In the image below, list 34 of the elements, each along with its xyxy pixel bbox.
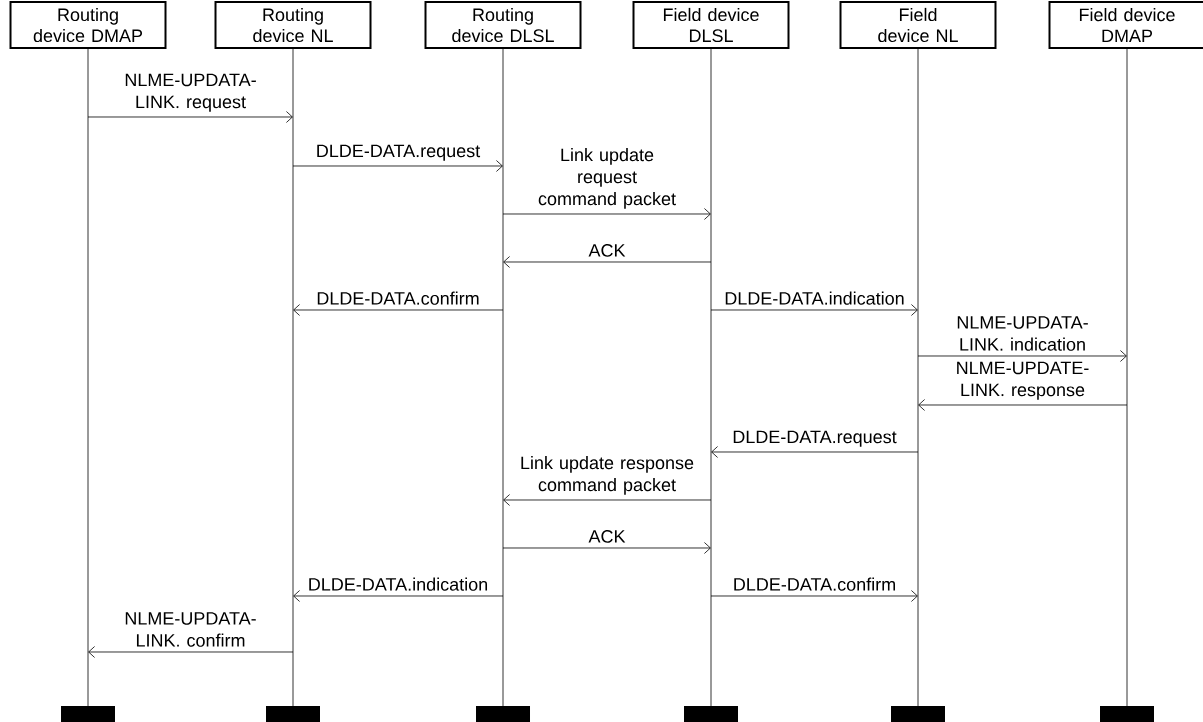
message-label: DLDE-DATA.indication xyxy=(309,577,487,591)
message-label: DLDE-DATA.confirm xyxy=(734,577,895,591)
message-arrow xyxy=(917,350,1127,362)
message-arrow xyxy=(293,590,504,602)
message-label: ACK xyxy=(588,530,626,543)
message-arrow xyxy=(293,304,504,316)
message-label: Link update request command packet xyxy=(538,148,676,209)
message-label: NLME-UPDATA-LINK. indication xyxy=(957,316,1088,351)
message-arrow xyxy=(292,160,503,172)
message-label: DLDE-DATA.request xyxy=(317,144,481,161)
message-label: ACK xyxy=(588,244,626,257)
message-label: NLME-UPDATA-LINK. request xyxy=(125,73,256,112)
lifeline-head-box: Routing device DMAP xyxy=(9,1,167,49)
lifeline-head-box: Routing device DLSL xyxy=(424,1,582,49)
message-label: NLME-UPDATA-LINK. confirm xyxy=(125,612,256,647)
message-label: Link update response command packet xyxy=(521,456,694,495)
message-arrow xyxy=(503,494,712,506)
message-arrow xyxy=(87,111,293,123)
message-arrow xyxy=(710,590,918,602)
message-arrow xyxy=(88,646,294,658)
lifeline-head-box: Field device NL xyxy=(839,1,997,49)
lifeline-head-box: Field device DMAP xyxy=(1048,1,1203,49)
lifeline-head-box: Routing device NL xyxy=(214,1,372,49)
message-label: DLDE-DATA.request xyxy=(733,430,897,447)
message-label: DLDE-DATA.indication xyxy=(725,291,904,305)
message-label: DLDE-DATA.confirm xyxy=(317,291,479,305)
lifeline-head-box: Field device DLSL xyxy=(632,1,790,49)
message-arrow xyxy=(918,399,1128,411)
message-arrow xyxy=(503,256,712,268)
message-arrow xyxy=(502,542,711,554)
message-arrow xyxy=(502,208,711,220)
message-arrow xyxy=(711,446,919,458)
message-label: NLME-UPDATE-LINK. response xyxy=(957,361,1089,400)
message-arrow xyxy=(710,304,918,316)
